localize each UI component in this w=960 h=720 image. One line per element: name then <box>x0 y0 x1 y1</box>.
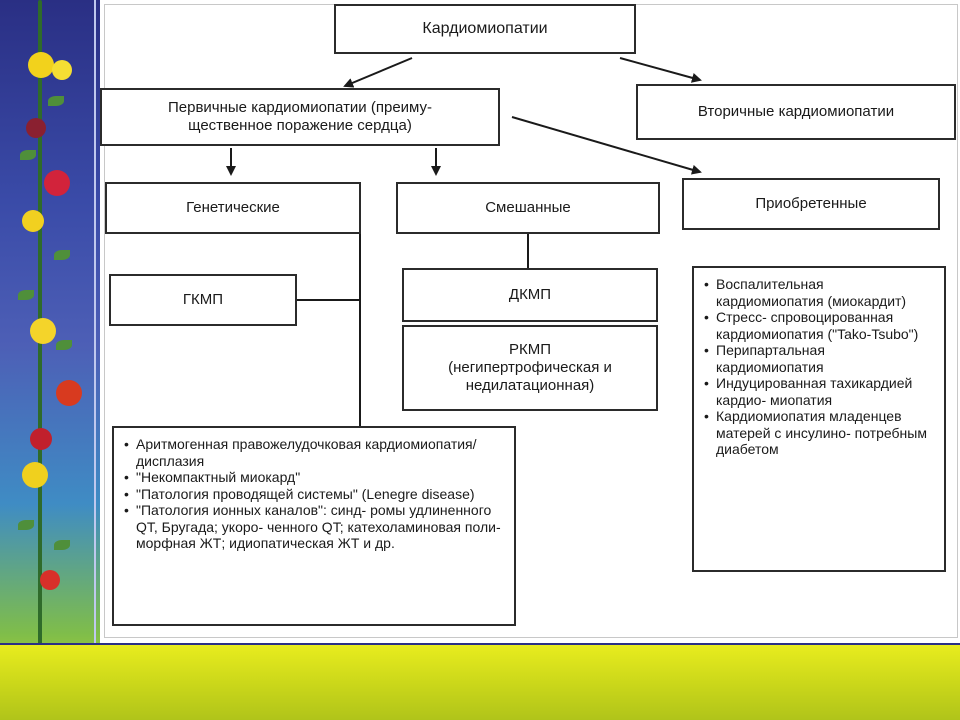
list-item: "Патология ионных каналов": синд- ромы у… <box>124 502 504 552</box>
box-mixed: Смешанные <box>396 182 660 234</box>
leaf-icon <box>20 150 36 160</box>
list-item: Кардиомиопатия младенцев матерей с инсул… <box>704 408 934 458</box>
berry-icon <box>40 570 60 590</box>
leaf-icon <box>48 96 64 106</box>
berry-icon <box>26 118 46 138</box>
leaf-icon <box>18 520 34 530</box>
list-item: Перипартальная кардиомиопатия <box>704 342 934 375</box>
leaf-icon <box>18 290 34 300</box>
leaf-icon <box>56 340 72 350</box>
list-item: "Некомпактный миокард" <box>124 469 504 486</box>
flower-icon <box>52 60 72 80</box>
list-item: Аритмогенная правожелудочковая кардиомио… <box>124 436 504 469</box>
flower-icon <box>56 380 82 406</box>
box-cardiomyopathies: Кардиомиопатии <box>334 4 636 54</box>
leaf-icon <box>54 250 70 260</box>
flower-icon <box>22 462 48 488</box>
box-genetic: Генетические <box>105 182 361 234</box>
box-genetic-list: Аритмогенная правожелудочковая кардиомио… <box>112 426 516 626</box>
box-acquired-list: Воспалительная кардиомиопатия (миокардит… <box>692 266 946 572</box>
flower-icon <box>22 210 44 232</box>
box-hcm: ГКМП <box>109 274 297 326</box>
leaf-icon <box>54 540 70 550</box>
box-rcm: РКМП (негипертрофическая и недилатационн… <box>402 325 658 411</box>
list-item: Индуцированная тахикардией кардио- миопа… <box>704 375 934 408</box>
decorative-side-strip <box>0 0 100 720</box>
list-item: Воспалительная кардиомиопатия (миокардит… <box>704 276 934 309</box>
box-acquired: Приобретенные <box>682 178 940 230</box>
flower-icon <box>28 52 54 78</box>
berry-icon <box>44 170 70 196</box>
strip-divider <box>94 0 96 720</box>
bottom-divider <box>0 643 960 646</box>
box-dcm: ДКМП <box>402 268 658 322</box>
berry-icon <box>30 428 52 450</box>
bottom-decorative-bar <box>0 645 960 720</box>
list-item: Стресс- спровоцированная кардиомиопатия … <box>704 309 934 342</box>
box-primary-cardiomyopathies: Первичные кардиомиопатии (преиму- ществе… <box>100 88 500 146</box>
list-item: "Патология проводящей системы" (Lenegre … <box>124 486 504 503</box>
box-secondary-cardiomyopathies: Вторичные кардиомиопатии <box>636 84 956 140</box>
flower-icon <box>30 318 56 344</box>
